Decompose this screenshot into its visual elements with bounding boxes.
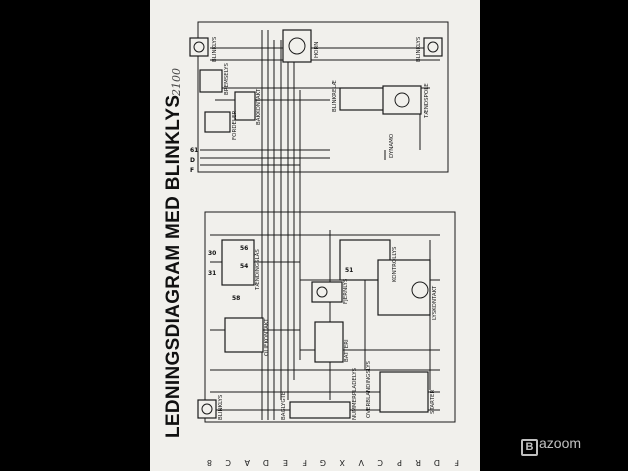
label-fordeler: FORDELER xyxy=(232,110,238,140)
bakkontakt-box xyxy=(234,91,256,121)
lamp-blinklys-bottom xyxy=(197,399,217,419)
fordeler-box xyxy=(204,111,231,133)
label-kontrollys: KONTROLLYS xyxy=(392,246,398,282)
label-lyskontakt: LYSKONTAKT xyxy=(432,285,438,320)
bremselys-box xyxy=(199,69,223,93)
label-batteri: BATTERI xyxy=(344,339,350,362)
bazoom-logo-icon: B xyxy=(521,439,538,456)
bottom-letter: D xyxy=(263,458,269,467)
label-blinklys-bottom: BLINKLYS xyxy=(218,394,224,420)
lamp-glyph-3 xyxy=(201,403,213,415)
diagram-title: LEDNINGSDIAGRAM MED BLINKLYS xyxy=(163,94,184,438)
tandspole-box xyxy=(382,85,422,115)
label-blinklys-top-right: BLINKLYS xyxy=(416,36,422,62)
terminal-54: 54 xyxy=(240,263,248,270)
bottom-letter: D xyxy=(434,458,440,467)
bottom-letter: E xyxy=(283,458,288,467)
label-baglygte: BAGLYGTE xyxy=(281,391,287,420)
lyskontakt-box xyxy=(377,259,431,316)
bottom-letter: G xyxy=(320,458,326,467)
label-starter: STARTER xyxy=(430,390,436,414)
horn-box xyxy=(282,29,312,63)
terminal-58: 58 xyxy=(232,295,240,302)
label-overblandingslys: OVERBLANDINGSLYS xyxy=(366,360,372,418)
terminal-31: 31 xyxy=(208,270,216,277)
bottom-letter: X xyxy=(339,458,345,467)
label-horn: HORN xyxy=(314,42,320,58)
bottom-letter: F xyxy=(302,458,307,467)
bazoom-watermark-text: azoom xyxy=(539,435,582,451)
terminal-30: 30 xyxy=(208,250,216,257)
label-bremselys: BREMSELYS xyxy=(224,63,230,95)
label-dynamo: DYNAMO xyxy=(389,133,395,158)
label-bakkontakt: BAKKONTAKT xyxy=(256,88,262,125)
starter-box xyxy=(379,371,429,413)
handwritten-note: 2100 xyxy=(170,68,183,96)
lamp-blinklys-top-right xyxy=(423,37,443,57)
bottom-letter: C xyxy=(377,458,383,467)
bottom-letter: R xyxy=(415,458,421,467)
terminal-d: D xyxy=(190,157,195,164)
top-section-frame xyxy=(197,21,449,173)
fjernlys-glyph xyxy=(316,286,328,298)
lamp-glyph-1 xyxy=(193,41,205,53)
label-blinklys-top-left: BLINKLYS xyxy=(212,36,218,62)
terminal-56: 56 xyxy=(240,245,248,252)
bottom-letter: V xyxy=(358,458,364,467)
label-fjernlys: FJERNLYS xyxy=(343,278,349,304)
bottom-letter: F xyxy=(454,458,459,467)
lyskontakt-glyph xyxy=(411,281,429,299)
bottom-letter: 8 xyxy=(207,458,212,467)
terminal-51: 51 xyxy=(345,267,353,274)
terminal-61: 61 xyxy=(190,147,198,154)
horn-glyph xyxy=(288,37,306,55)
label-tandingslaas: TÆNDINGSLÅS xyxy=(254,249,261,291)
terminal-f: F xyxy=(190,167,194,174)
bottom-letter: A xyxy=(244,458,250,467)
tandspole-glyph xyxy=(394,92,410,108)
bottom-letter: C xyxy=(225,458,231,467)
lower-section-frame xyxy=(204,211,456,423)
label-tandspole: TÆNDSPOLE xyxy=(424,83,430,119)
lamp-glyph-2 xyxy=(427,41,439,53)
lamp-blinklys-top-left xyxy=(189,37,209,57)
label-oliekontakt: OLIEKONTAKT xyxy=(264,318,270,356)
tandingslaas-box xyxy=(221,239,255,286)
label-nummerpladelys: NUMMERPLADELYS xyxy=(352,367,358,420)
bottom-letter: P xyxy=(397,458,402,467)
label-blinkrelae: BLINKRELÆ xyxy=(332,80,338,112)
nummerpladelys-box xyxy=(289,401,351,419)
batteri-box xyxy=(314,321,344,363)
oliekontakt-box xyxy=(224,317,264,353)
